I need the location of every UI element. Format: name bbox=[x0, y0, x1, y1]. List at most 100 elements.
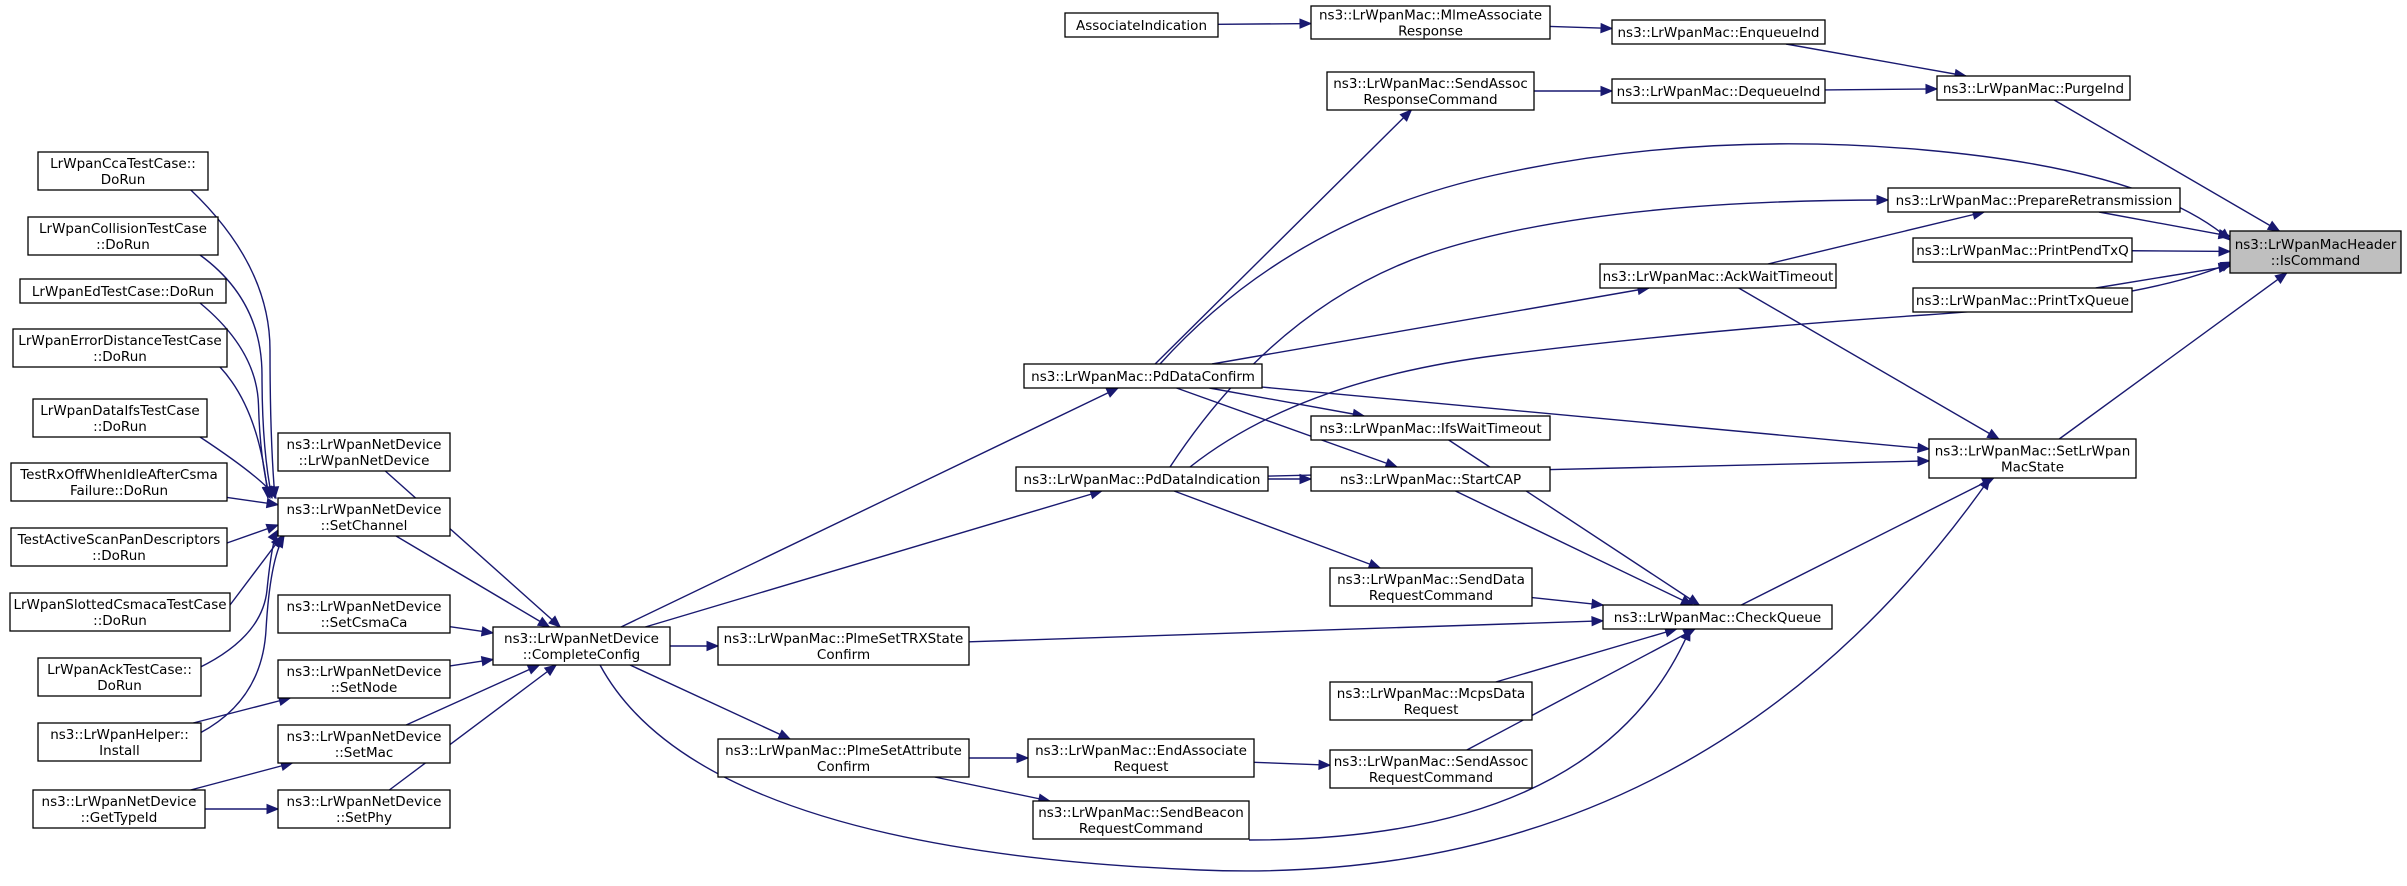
node-box bbox=[1027, 738, 1255, 778]
edge-line bbox=[179, 179, 276, 499]
edge-printPendTxQ-to-isCommand bbox=[2131, 246, 2232, 257]
node-label: ::SetChannel bbox=[321, 518, 408, 534]
node-printTxQueue[interactable]: ns3::LrWpanMac::PrintTxQueue bbox=[1912, 287, 2133, 313]
node-ackTest[interactable]: LrWpanAckTestCase::DoRun bbox=[37, 657, 202, 697]
node-dequeueInd[interactable]: ns3::LrWpanMac::DequeueInd bbox=[1611, 78, 1826, 104]
node-isCommand[interactable]: ns3::LrWpanMacHeader::IsCommand bbox=[2229, 230, 2402, 274]
edge-getTypeId-to-setMac bbox=[190, 760, 294, 791]
node-label: Confirm bbox=[817, 759, 870, 775]
edge-completeConfig-to-plmeSetTRXStateConfirm bbox=[670, 640, 720, 652]
arrowhead bbox=[1367, 559, 1382, 569]
node-purgeInd[interactable]: ns3::LrWpanMac::PurgeInd bbox=[1936, 75, 2131, 101]
edge-slottedCsmacaTest-to-setChannel bbox=[229, 534, 283, 606]
edge-line bbox=[1785, 43, 1967, 77]
edge-line bbox=[2058, 272, 2288, 440]
node-setCsmaCa[interactable]: ns3::LrWpanNetDevice::SetCsmaCa bbox=[277, 594, 451, 634]
node-prepareRetx[interactable]: ns3::LrWpanMac::PrepareRetransmission bbox=[1887, 187, 2181, 213]
node-setChannel[interactable]: ns3::LrWpanNetDevice::SetChannel bbox=[277, 497, 451, 537]
edge-pdDataConfirm-to-ifsWaitTimeout bbox=[1209, 387, 1366, 420]
edge-line bbox=[384, 470, 561, 628]
node-startCAP[interactable]: ns3::LrWpanMac::StartCAP bbox=[1310, 466, 1551, 492]
edge-line bbox=[1217, 22, 1312, 26]
edge-completeConfig-to-plmeSetAttrConfirm bbox=[629, 664, 792, 740]
node-checkQueue[interactable]: ns3::LrWpanMac::CheckQueue bbox=[1602, 604, 1833, 630]
node-label: TestActiveScanPanDescriptors bbox=[17, 532, 221, 548]
arrowhead bbox=[1979, 476, 1991, 491]
node-ifsWaitTimeout[interactable]: ns3::LrWpanMac::IfsWaitTimeout bbox=[1310, 415, 1551, 441]
node-label: ns3::LrWpanMac::SendAssoc bbox=[1334, 754, 1529, 770]
node-label: ::DoRun bbox=[93, 613, 147, 629]
node-slottedCsmacaTest[interactable]: LrWpanSlottedCsmacaTestCase::DoRun bbox=[9, 592, 231, 632]
node-pdDataIndication[interactable]: ns3::LrWpanMac::PdDataIndication bbox=[1015, 466, 1269, 492]
node-label: LrWpanEdTestCase::DoRun bbox=[32, 284, 214, 300]
node-box bbox=[1599, 263, 1837, 289]
node-label: ns3::LrWpanNetDevice bbox=[287, 794, 442, 810]
edge-setCsmaCa-to-completeConfig bbox=[449, 625, 495, 637]
node-box bbox=[1611, 78, 1826, 104]
node-label: DoRun bbox=[101, 172, 146, 188]
node-ccaTest[interactable]: LrWpanCcaTestCase::DoRun bbox=[37, 151, 209, 191]
node-printPendTxQ[interactable]: ns3::LrWpanMac::PrintPendTxQ bbox=[1912, 237, 2133, 263]
edge-line bbox=[934, 776, 1050, 802]
node-errDistTest[interactable]: LrWpanErrorDistanceTestCase::DoRun bbox=[12, 328, 228, 368]
node-label: MacState bbox=[2001, 460, 2064, 476]
node-dataIfsTest[interactable]: LrWpanDataIfsTestCase::DoRun bbox=[32, 398, 208, 438]
edge-endAssocReq-to-sendAssocReqCmd bbox=[1253, 759, 1332, 770]
node-setPhy[interactable]: ns3::LrWpanNetDevice::SetPhy bbox=[277, 789, 451, 829]
arrowhead bbox=[273, 534, 285, 549]
edge-line bbox=[645, 490, 1102, 628]
node-label: ::GetTypeId bbox=[81, 810, 158, 826]
arrowhead bbox=[2266, 220, 2281, 232]
edge-mcpsDataRequest-to-checkQueue bbox=[1495, 627, 1678, 683]
arrowhead bbox=[266, 803, 280, 815]
node-label: ns3::LrWpanMac::SendBeacon bbox=[1038, 805, 1244, 821]
node-helperInstall[interactable]: ns3::LrWpanHelper::Install bbox=[37, 722, 202, 762]
node-label: ::IsCommand bbox=[2271, 253, 2361, 269]
node-box bbox=[32, 789, 206, 829]
node-getTypeId[interactable]: ns3::LrWpanNetDevice::GetTypeId bbox=[32, 789, 206, 829]
arrowhead bbox=[267, 528, 279, 543]
edge-line bbox=[190, 762, 293, 791]
arrowhead bbox=[265, 523, 280, 534]
node-ackWaitTimeout[interactable]: ns3::LrWpanMac::AckWaitTimeout bbox=[1599, 263, 1837, 289]
node-label: ns3::LrWpanNetDevice bbox=[287, 664, 442, 680]
node-label: ns3::LrWpanMac::PlmeSetTRXState bbox=[724, 631, 964, 647]
node-activeScanTest[interactable]: TestActiveScanPanDescriptors::DoRun bbox=[10, 527, 228, 567]
arrowhead bbox=[1399, 109, 1413, 122]
node-label: LrWpanSlottedCsmacaTestCase bbox=[13, 597, 226, 613]
node-label: Request bbox=[1404, 702, 1459, 718]
node-label: ns3::LrWpanNetDevice bbox=[287, 599, 442, 615]
arrowhead bbox=[265, 485, 277, 500]
node-pdDataConfirm[interactable]: ns3::LrWpanMac::PdDataConfirm bbox=[1023, 363, 1263, 389]
node-associateIndication[interactable]: AssociateIndication bbox=[1064, 12, 1219, 38]
edge-line bbox=[1173, 490, 1381, 569]
node-label: ::DoRun bbox=[96, 237, 150, 253]
node-collisionTest[interactable]: LrWpanCollisionTestCase::DoRun bbox=[27, 216, 219, 256]
node-edTest[interactable]: LrWpanEdTestCase::DoRun bbox=[19, 278, 227, 304]
node-setMac[interactable]: ns3::LrWpanNetDevice::SetMac bbox=[277, 724, 451, 764]
node-setNode[interactable]: ns3::LrWpanNetDevice::SetNode bbox=[277, 659, 451, 699]
node-label: LrWpanErrorDistanceTestCase bbox=[18, 333, 221, 349]
edge-sendAssocRespCmd-to-dequeueInd bbox=[1534, 85, 1614, 97]
arrowhead bbox=[1299, 473, 1313, 485]
edge-pdDataConfirm-to-setLrWpanMacState bbox=[1261, 386, 1931, 454]
node-enqueueInd[interactable]: ns3::LrWpanMac::EnqueueInd bbox=[1611, 19, 1826, 45]
edge-line bbox=[1209, 387, 1365, 417]
node-box bbox=[1329, 681, 1533, 721]
node-completeConfig[interactable]: ns3::LrWpanNetDevice::CompleteConfig bbox=[492, 626, 671, 666]
node-label: ns3::LrWpanNetDevice bbox=[287, 437, 442, 453]
arrowhead bbox=[706, 640, 720, 652]
node-label: Failure::DoRun bbox=[70, 483, 168, 499]
node-lrWpanNetDeviceCtor[interactable]: ns3::LrWpanNetDevice::LrWpanNetDevice bbox=[277, 432, 451, 472]
